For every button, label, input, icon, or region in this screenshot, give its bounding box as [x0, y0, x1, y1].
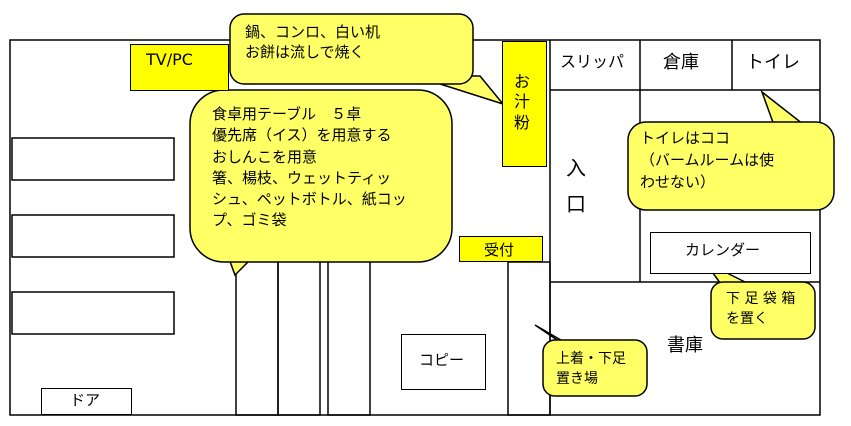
- calendar-box: [650, 232, 811, 274]
- reception-text: 受付: [484, 241, 515, 259]
- calendar-text: カレンダー: [685, 241, 761, 259]
- toilet-callout: [627, 121, 835, 211]
- dining-table-3: [327, 244, 371, 416]
- soup-flour-text: お 汁 粉: [514, 72, 531, 132]
- room-entrance: 入 口: [566, 156, 586, 216]
- room-storage: 倉庫: [663, 52, 699, 73]
- door: [41, 388, 132, 415]
- tv-pc-text: TV/PC: [146, 50, 193, 69]
- tables-callout-text: 食卓用テーブル ５卓 優先席（イス）を用意する おしんこを用意 箸、楊枝、ウェッ…: [212, 105, 407, 230]
- shoe-rack-callout-text: 上着・下足 置き場: [556, 351, 626, 388]
- kitchen-callout-text: 鍋、コンロ、白い机 お餅は流しで焼く: [245, 23, 381, 62]
- shoe-box-callout-text: 下 足 袋 箱 を置く: [726, 291, 796, 328]
- left-table-2: [11, 214, 175, 258]
- tables-callout: [189, 89, 453, 263]
- dining-table-2: [277, 244, 321, 416]
- room-slipper: スリッパ: [560, 52, 625, 71]
- shoe-rack-callout: [542, 339, 648, 397]
- toilet-callout-text: トイレはココ （バームルームは使 わせない）: [640, 129, 775, 191]
- room-toilet: トイレ: [746, 52, 800, 73]
- left-table-3: [11, 291, 175, 335]
- shoe-box-callout: [710, 281, 816, 340]
- left-table-1: [11, 137, 175, 181]
- copy-machine: [401, 334, 486, 390]
- reception-counter: [507, 261, 551, 416]
- copy-text: コピー: [419, 351, 465, 369]
- reception-label: [459, 236, 543, 262]
- kitchen-callout: [229, 13, 474, 85]
- dining-table-1: [235, 244, 279, 416]
- room-library: 書庫: [667, 335, 703, 356]
- tv-pc-label: [130, 44, 229, 91]
- door-text: ドア: [70, 391, 101, 409]
- soup-flour-label: [502, 41, 547, 167]
